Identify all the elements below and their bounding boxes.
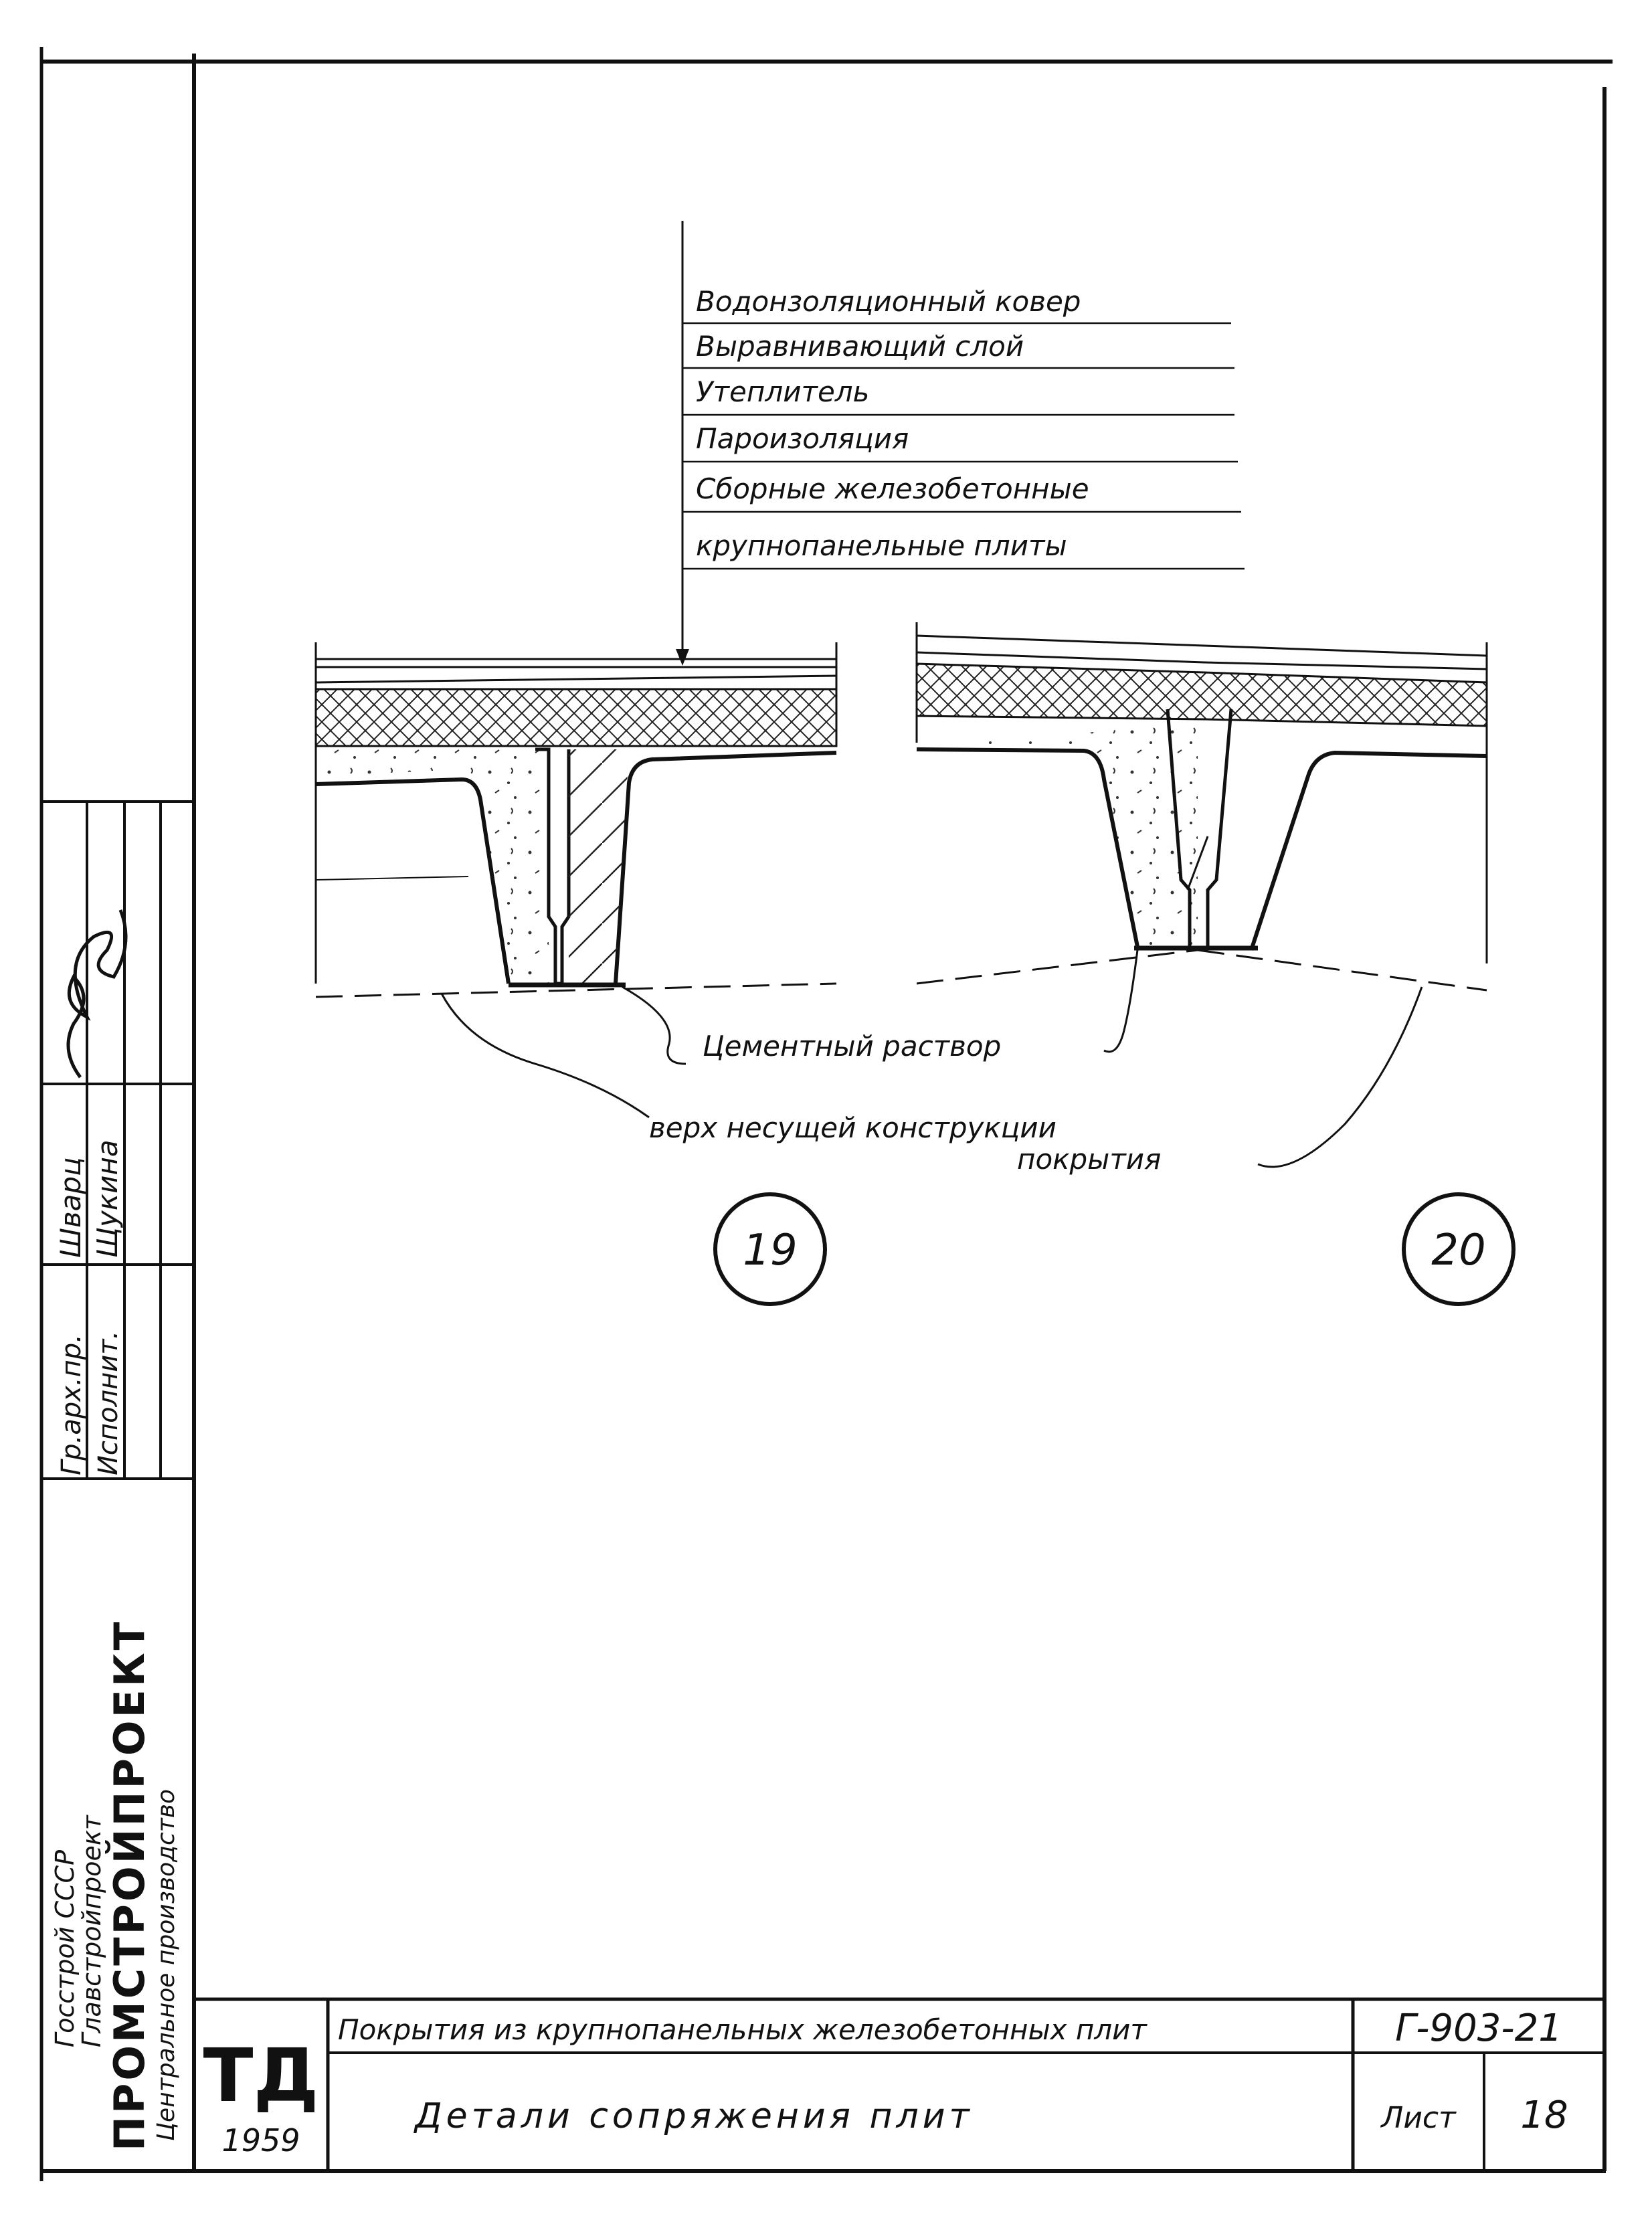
layer-2: Выравнивающий слой <box>696 330 1024 363</box>
support-top-label: верх несущей конструкции <box>649 1111 1057 1144</box>
org-line-1: Госстрой СССР <box>50 1850 80 2047</box>
org-line-4: Центральное производство <box>153 1789 180 2141</box>
org-line-3: ПРОМСТРОЙПРОЕКТ <box>105 1619 154 2151</box>
layer-3: Утеплитель <box>696 375 869 408</box>
detail-19-section <box>314 642 838 998</box>
handwritten-signature <box>66 909 128 1079</box>
detail-20-section <box>915 622 1488 992</box>
detail-number-19: 19 <box>743 1226 797 1275</box>
support-top-label-2: покрытия <box>1017 1143 1161 1176</box>
org-line-2: Главстройпроект <box>77 1814 106 2047</box>
sheet-number: 18 <box>1520 2094 1568 2137</box>
signature-name-2: Щукина <box>91 1139 124 1258</box>
detail-marker-20: 20 <box>1402 1192 1516 1306</box>
title-block <box>194 1997 1604 2171</box>
side-stamp-org: Госстрой СССР Главстройпроект ПРОМСТРОЙП… <box>50 1619 180 2151</box>
logo-td: ТД <box>203 2033 318 2118</box>
title-year: 1959 <box>221 2122 300 2158</box>
leaders <box>440 949 1423 1168</box>
drawing-title: Детали сопряжения плит <box>414 2096 974 2136</box>
layer-4: Пароизоляция <box>696 422 909 455</box>
signature-role-2: Исполнит. <box>93 1331 124 1475</box>
detail-number-20: 20 <box>1431 1226 1485 1275</box>
cement-label: Цементный раствор <box>703 1030 1001 1063</box>
title-code: Г-903-21 <box>1395 2007 1562 2050</box>
sheet-label: Лист <box>1380 2101 1457 2135</box>
side-stamp <box>41 800 194 1480</box>
layer-1: Водонзоляционный ковер <box>696 285 1081 318</box>
layer-6: крупнопанельные плиты <box>696 529 1067 562</box>
detail-marker-19: 19 <box>713 1192 827 1306</box>
signature-role-1: Гр.арх.пр. <box>56 1334 87 1475</box>
side-stamp-signatures: Гр.арх.пр. Исполнит. Шварц Щукина <box>54 909 128 1475</box>
title-subject: Покрытия из крупнопанельных железобетонн… <box>338 2013 1148 2046</box>
layer-5: Сборные железобетонные <box>696 472 1089 505</box>
sheet-frame <box>39 47 1613 2181</box>
layer-legend: Водонзоляционный ковер Выравнивающий сло… <box>676 221 1245 666</box>
signature-name-1: Шварц <box>54 1157 87 1258</box>
